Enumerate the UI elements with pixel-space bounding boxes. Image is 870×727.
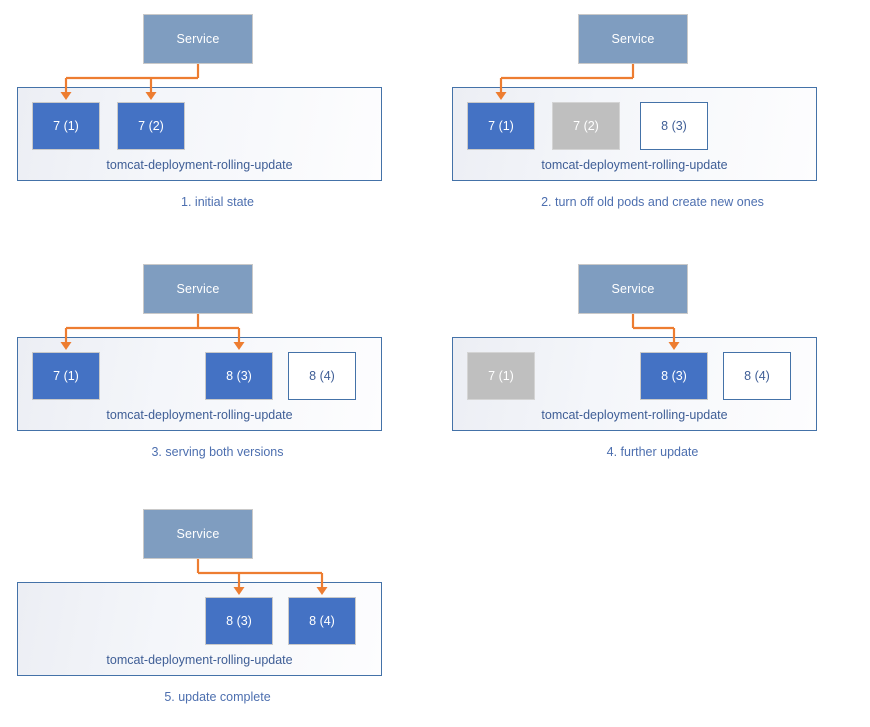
deployment-name-label: tomcat-deployment-rolling-update xyxy=(541,408,728,422)
panel-caption: 3. serving both versions xyxy=(151,445,284,459)
pod-label: 7 (1) xyxy=(488,369,514,383)
diagram-panel-step-3: Service tomcat-deployment-rolling-update 7… xyxy=(0,250,435,482)
pod-label: 8 (4) xyxy=(309,369,335,383)
service-box: Service xyxy=(578,14,688,64)
connector-trunk xyxy=(631,314,674,330)
deployment-name-label: tomcat-deployment-rolling-update xyxy=(106,653,293,667)
pod-7-1: 7 (1) xyxy=(467,102,535,150)
panel-caption: 1. initial state xyxy=(181,195,254,209)
pod-label: 8 (3) xyxy=(661,119,687,133)
deployment-name-label: tomcat-deployment-rolling-update xyxy=(106,408,293,422)
pod-8-3: 8 (3) xyxy=(205,597,273,645)
diagram-panel-step-5: Service tomcat-deployment-rolling-update 8… xyxy=(0,495,435,727)
service-label: Service xyxy=(611,32,655,46)
service-box: Service xyxy=(143,509,253,559)
service-label: Service xyxy=(176,282,220,296)
service-box: Service xyxy=(578,264,688,314)
panel-caption: 4. further update xyxy=(606,445,699,459)
pod-label: 8 (3) xyxy=(226,369,252,383)
connector-trunk xyxy=(501,64,635,80)
pod-7-1: 7 (1) xyxy=(32,102,100,150)
pod-8-4: 8 (4) xyxy=(723,352,791,400)
diagram-panel-step-1: Service tomcat-deployment-rolling-update 7… xyxy=(0,0,435,232)
pod-label: 8 (4) xyxy=(744,369,770,383)
pod-8-4: 8 (4) xyxy=(288,352,356,400)
pod-label: 7 (1) xyxy=(53,119,79,133)
connector-trunk xyxy=(66,64,200,80)
pod-label: 7 (2) xyxy=(138,119,164,133)
pod-label: 7 (1) xyxy=(53,369,79,383)
pod-8-3: 8 (3) xyxy=(205,352,273,400)
pod-label: 8 (3) xyxy=(226,614,252,628)
connector-trunk xyxy=(196,559,322,575)
pod-label: 8 (3) xyxy=(661,369,687,383)
pod-8-4: 8 (4) xyxy=(288,597,356,645)
pod-7-2: 7 (2) xyxy=(552,102,620,150)
pod-8-3: 8 (3) xyxy=(640,102,708,150)
pod-7-1: 7 (1) xyxy=(467,352,535,400)
pod-label: 7 (2) xyxy=(573,119,599,133)
diagram-panel-step-4: Service tomcat-deployment-rolling-update 7… xyxy=(435,250,870,482)
service-box: Service xyxy=(143,264,253,314)
panel-caption: 2. turn off old pods and create new ones xyxy=(541,195,764,209)
service-label: Service xyxy=(176,527,220,541)
pod-8-3: 8 (3) xyxy=(640,352,708,400)
service-label: Service xyxy=(176,32,220,46)
panel-caption: 5. update complete xyxy=(164,690,271,704)
pod-label: 8 (4) xyxy=(309,614,335,628)
diagram-panel-step-2: Service tomcat-deployment-rolling-update 7… xyxy=(435,0,870,232)
connector-trunk xyxy=(66,314,239,330)
pod-7-2: 7 (2) xyxy=(117,102,185,150)
deployment-name-label: tomcat-deployment-rolling-update xyxy=(106,158,293,172)
deployment-name-label: tomcat-deployment-rolling-update xyxy=(541,158,728,172)
pod-7-1: 7 (1) xyxy=(32,352,100,400)
service-label: Service xyxy=(611,282,655,296)
pod-label: 7 (1) xyxy=(488,119,514,133)
service-box: Service xyxy=(143,14,253,64)
